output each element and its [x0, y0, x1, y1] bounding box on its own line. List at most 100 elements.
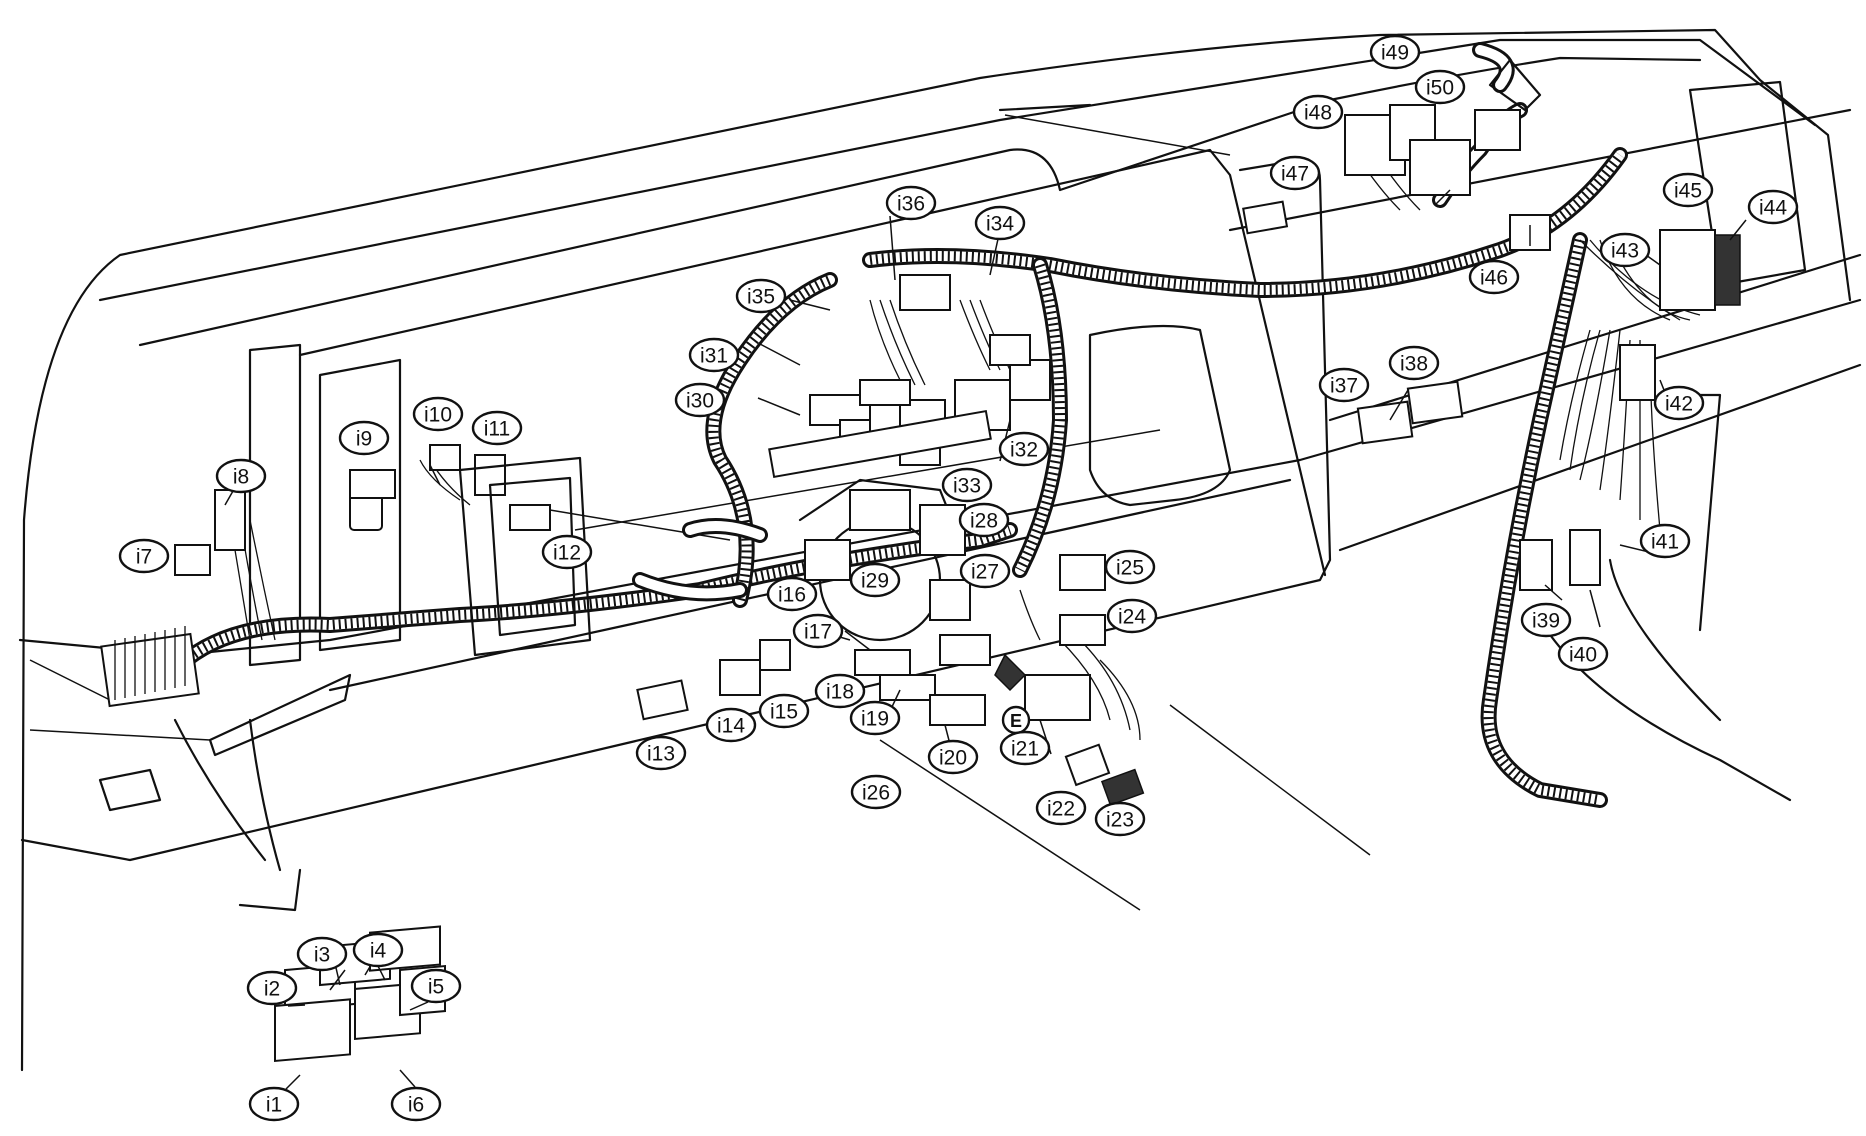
callout-i45: i45	[1662, 172, 1714, 208]
callout-i18: i18	[814, 673, 866, 709]
callout-bubble	[215, 458, 267, 494]
callout-label: i3	[314, 944, 330, 967]
callout-bubble	[758, 693, 810, 729]
callout-bubble	[705, 707, 757, 743]
callout-label: i42	[1665, 393, 1693, 416]
callout-bubble	[338, 420, 390, 456]
callout-bubble	[635, 735, 687, 771]
callout-i31: i31	[688, 337, 740, 373]
callout-label: i28	[970, 510, 998, 533]
callout-i43: i43	[1599, 232, 1651, 268]
callout-label: i26	[862, 782, 890, 805]
left-multipin-block	[100, 626, 200, 708]
callout-i50: i50	[1414, 69, 1466, 105]
callout-label: i35	[747, 286, 775, 309]
callout-bubble	[1747, 189, 1799, 225]
callout-i30: i30	[674, 382, 726, 418]
callout-i35: i35	[735, 278, 787, 314]
callout-bubble	[1414, 69, 1466, 105]
callout-bubble	[1653, 385, 1705, 421]
callout-i46: i46	[1468, 259, 1520, 295]
callout-i48: i48	[1292, 94, 1344, 130]
callout-bubble	[1269, 155, 1321, 191]
callout-label: i40	[1569, 644, 1597, 667]
callout-bubble	[849, 562, 901, 598]
callout-i37: i37	[1318, 367, 1370, 403]
callout-label: i50	[1426, 77, 1454, 100]
callout-i6: i6	[390, 1086, 442, 1122]
callout-label: i41	[1651, 531, 1679, 554]
callout-label: i2	[264, 978, 280, 1001]
callout-bubble	[412, 396, 464, 432]
callout-i26: i26	[850, 774, 902, 810]
callout-label: i5	[428, 976, 444, 999]
callout-bubble	[1662, 172, 1714, 208]
callout-bubble	[246, 970, 298, 1006]
callout-label: i32	[1010, 439, 1038, 462]
callout-i2: i2	[246, 970, 298, 1006]
callout-label: i17	[804, 621, 832, 644]
callout-label: i49	[1381, 42, 1409, 65]
callout-bubble	[1639, 523, 1691, 559]
callout-bubble	[296, 936, 348, 972]
callout-i24: i24	[1106, 598, 1158, 634]
callout-bubble	[1520, 602, 1572, 638]
callout-label: i29	[861, 570, 889, 593]
callout-bubble	[999, 730, 1051, 766]
callout-bubble	[927, 739, 979, 775]
callout-i44: i44	[1747, 189, 1799, 225]
callout-i5: i5	[410, 968, 462, 1004]
callout-label: i6	[408, 1094, 424, 1117]
callout-bubble	[1292, 94, 1344, 130]
callout-label: i31	[700, 345, 728, 368]
callout-label: i25	[1116, 557, 1144, 580]
callout-i20: i20	[927, 739, 979, 775]
callout-i4: i4	[352, 932, 404, 968]
callout-i42: i42	[1653, 385, 1705, 421]
dashboard-outline	[18, 28, 1862, 1072]
callout-i14: i14	[705, 707, 757, 743]
callout-i17: i17	[792, 613, 844, 649]
callout-bubble	[849, 700, 901, 736]
callout-i47: i47	[1269, 155, 1321, 191]
callout-i36: i36	[885, 185, 937, 221]
callout-label: i27	[971, 561, 999, 584]
callout-label: i30	[686, 390, 714, 413]
callout-i40: i40	[1557, 636, 1609, 672]
callout-bubble	[1104, 549, 1156, 585]
callout-i3: i3	[296, 936, 348, 972]
callout-bubble	[1557, 636, 1609, 672]
callout-bubble	[885, 185, 937, 221]
callout-bubble	[1468, 259, 1520, 295]
callout-label: i47	[1281, 163, 1309, 186]
callout-label: i1	[266, 1094, 282, 1117]
callout-bubble	[1369, 34, 1421, 70]
callout-i8: i8	[215, 458, 267, 494]
callout-bubble	[792, 613, 844, 649]
callout-bubble	[688, 337, 740, 373]
callout-bubble	[674, 382, 726, 418]
callout-i16: i16	[766, 576, 818, 612]
callout-i29: i29	[849, 562, 901, 598]
callout-label: i24	[1118, 606, 1146, 629]
callout-i10: i10	[412, 396, 464, 432]
callout-i41: i41	[1639, 523, 1691, 559]
callout-i15: i15	[758, 693, 810, 729]
callout-i23: i23	[1094, 801, 1146, 837]
callout-i28: i28	[958, 502, 1010, 538]
callout-label: i11	[484, 418, 510, 441]
callout-label: i7	[136, 546, 152, 569]
callout-i12: i12	[541, 534, 593, 570]
callout-bubble	[998, 431, 1050, 467]
callout-label: i36	[897, 193, 925, 216]
callout-label: i20	[939, 747, 967, 770]
callout-bubble	[735, 278, 787, 314]
callout-bubble	[1094, 801, 1146, 837]
callout-label: i48	[1304, 102, 1332, 125]
callout-bubble	[959, 553, 1011, 589]
callout-i13: i13	[635, 735, 687, 771]
callout-i1: i1	[248, 1086, 300, 1122]
callout-i39: i39	[1520, 602, 1572, 638]
callout-bubble	[1318, 367, 1370, 403]
